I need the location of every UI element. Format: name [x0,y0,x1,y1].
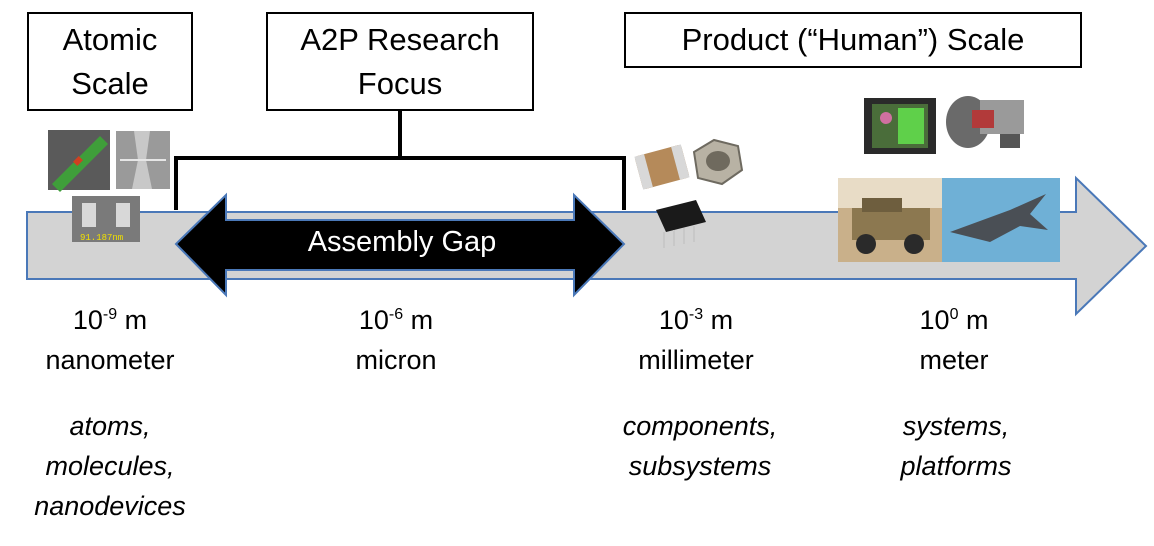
micro-chip-image [48,130,110,192]
circuit-board-image [864,98,936,154]
scale-micron-value: 10-6 m [358,305,434,335]
meter-description: systems, platforms [836,406,1076,486]
research-bracket [174,111,626,210]
milli-description: components, subsystems [580,406,820,486]
product-scale-label: Product (“Human”) Scale [681,22,1025,57]
scale-nanometer-value: 10-9 m [72,305,148,335]
assembly-gap-arrow [174,192,626,298]
nano-device-image: 91.187nm [72,196,140,243]
humvee-image [838,178,942,262]
atomic-scale-line-1: Atomic [62,21,158,57]
atomic-scale-line-2: Scale [71,65,149,101]
meter-desc-line-1: systems, [902,411,1010,441]
scale-micron-name: micron [355,345,437,375]
scale-meter-value: 100 m [919,305,989,335]
nanowire-image [116,131,170,189]
nano-desc-line-3: nanodevices [34,491,186,521]
scale-micron: 10-6 m micron [286,300,506,380]
milli-desc-line-2: subsystems [628,451,772,481]
scale-meter-name: meter [919,345,989,375]
scale-nanometer: 10-9 m nanometer [0,300,220,380]
transmission-image [940,92,1026,152]
scale-millimeter-value: 10-3 m [658,305,734,335]
ic-chip-image [656,200,706,248]
fighter-jet-image [942,178,1060,262]
hex-nut-image [692,138,744,186]
scale-nanometer-name: nanometer [45,345,175,375]
measurement-label: 91.187nm [80,233,123,243]
atomic-scale-box: Atomic Scale [27,12,193,111]
research-focus-box: A2P Research Focus [266,12,534,111]
product-scale-box: Product (“Human”) Scale [624,12,1082,68]
milli-desc-line-1: components, [622,411,778,441]
research-focus-line-1: A2P Research [300,21,500,57]
capacitor-image [634,144,690,190]
nano-description: atoms, molecules, nanodevices [0,406,230,526]
meter-desc-line-2: platforms [900,451,1012,481]
assembly-gap-label: Assembly Gap [307,226,497,258]
nano-desc-line-2: molecules, [45,451,175,481]
research-focus-line-2: Focus [357,65,443,101]
nano-desc-line-1: atoms, [69,411,151,441]
scale-millimeter: 10-3 m millimeter [586,300,806,380]
scale-meter: 100 m meter [844,300,1064,380]
scale-millimeter-name: millimeter [638,345,754,375]
